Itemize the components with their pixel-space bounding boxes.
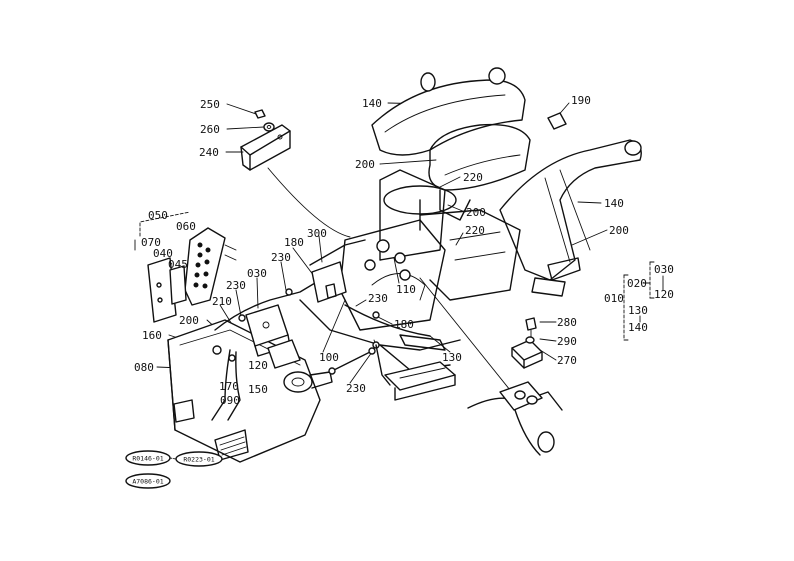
reference-code-3: A7086-01 xyxy=(132,478,163,486)
group-bracket-010 xyxy=(623,261,664,341)
pedal-lever xyxy=(375,334,446,386)
harness-130 xyxy=(344,304,431,337)
label-100: 100 xyxy=(319,351,339,364)
label-200-seat: 200 xyxy=(355,158,375,171)
horn-150 xyxy=(283,371,333,393)
reference-oval-3 xyxy=(125,473,171,489)
label-230-a: 230 xyxy=(271,251,291,264)
label-260: 260 xyxy=(200,123,220,136)
label-010: 010 xyxy=(604,292,624,305)
label-040: 040 xyxy=(153,247,173,260)
label-280: 280 xyxy=(557,316,577,329)
label-200-center: 200 xyxy=(466,206,486,219)
group-bracket-050 xyxy=(134,211,191,251)
label-210: 210 xyxy=(212,295,232,308)
label-045: 045 xyxy=(168,258,188,271)
label-160: 160 xyxy=(142,329,162,342)
label-240: 240 xyxy=(199,146,219,159)
washer-260 xyxy=(263,122,275,132)
nut-290 xyxy=(525,336,535,344)
plate-240 xyxy=(240,124,291,171)
label-130: 130 xyxy=(442,351,462,364)
label-090: 090 xyxy=(220,394,240,407)
label-230-c: 230 xyxy=(368,292,388,305)
label-200-right: 200 xyxy=(609,224,629,237)
harness-front xyxy=(211,279,321,421)
label-220-upper: 220 xyxy=(463,171,483,184)
label-130-group: 130 xyxy=(628,304,648,317)
label-290: 290 xyxy=(557,335,577,348)
frame-body xyxy=(299,239,461,401)
label-230-b: 230 xyxy=(226,279,246,292)
label-180-lower: 180 xyxy=(394,318,414,331)
label-200-front: 200 xyxy=(179,314,199,327)
label-140-seat: 140 xyxy=(362,97,382,110)
harness-100 xyxy=(328,347,376,375)
label-110: 110 xyxy=(396,283,416,296)
relay-box-070 xyxy=(147,257,187,323)
label-230-d: 230 xyxy=(346,382,366,395)
label-140-group: 140 xyxy=(628,321,648,334)
label-150: 150 xyxy=(248,383,268,396)
label-120-group: 120 xyxy=(654,288,674,301)
label-030: 030 xyxy=(247,267,267,280)
label-120: 120 xyxy=(248,359,268,372)
label-190: 190 xyxy=(571,94,591,107)
label-070: 070 xyxy=(141,236,161,249)
reference-code-1: R0146-01 xyxy=(132,455,163,463)
fender-right xyxy=(499,139,642,297)
label-080: 080 xyxy=(134,361,154,374)
label-170: 170 xyxy=(219,380,239,393)
label-180-upper: 180 xyxy=(284,236,304,249)
relay-120 xyxy=(267,339,301,369)
bolt-280 xyxy=(525,317,537,339)
label-300: 300 xyxy=(307,227,327,240)
part-labels: 250 260 240 140 190 200 220 200 140 220 … xyxy=(134,94,674,407)
bracket-190 xyxy=(547,112,567,130)
label-220-lower: 220 xyxy=(465,224,485,237)
connector-300 xyxy=(311,261,347,303)
label-140-fender: 140 xyxy=(604,197,624,210)
switch-270 xyxy=(511,339,543,369)
rear-axle xyxy=(467,381,563,456)
reference-oval-2 xyxy=(175,451,223,467)
label-250: 250 xyxy=(200,98,220,111)
steering-console xyxy=(339,169,521,331)
label-270: 270 xyxy=(557,354,577,367)
label-020: 020 xyxy=(627,277,647,290)
label-050: 050 xyxy=(148,209,168,222)
reference-code-2: R0223-01 xyxy=(183,456,214,464)
seat-assembly xyxy=(371,67,531,221)
label-030-group: 030 xyxy=(654,263,674,276)
reference-codes: R0146-01 R0223-01 A7086-01 xyxy=(125,450,223,489)
screw-250 xyxy=(254,109,266,119)
label-060: 060 xyxy=(176,220,196,233)
fuse-block-060 xyxy=(184,227,237,306)
